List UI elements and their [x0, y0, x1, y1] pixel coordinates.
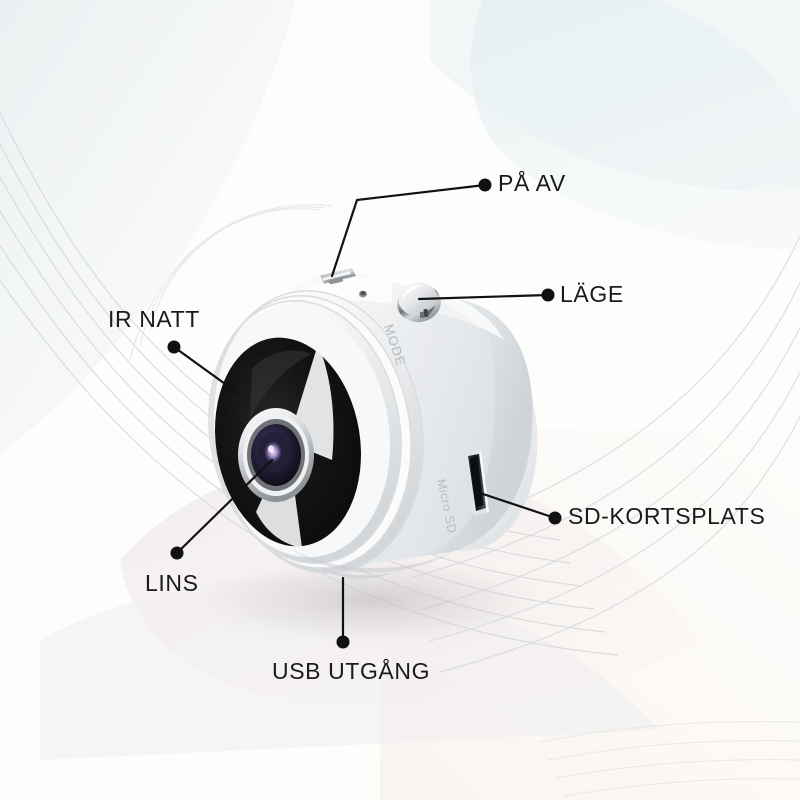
- leader-line-ir-night: [172, 345, 241, 396]
- device-ground-shadow: [185, 554, 555, 646]
- callout-label-sd-slot: SD-KORTSPLATS: [568, 503, 766, 529]
- leader-dot-lens: [170, 546, 184, 560]
- power-switch[interactable]: [320, 268, 356, 285]
- leader-dot-sd-slot: [548, 511, 562, 525]
- callout-label-power: PÅ AV: [498, 170, 566, 196]
- lens-glint: [264, 441, 282, 463]
- leader-line-sd-slot: [475, 490, 557, 520]
- leader-line-power: [330, 183, 487, 278]
- callout-label-lens: LINS: [145, 570, 199, 596]
- blob-gray-top-left: [0, 0, 296, 454]
- callout-label-ir-night: IR NATT: [108, 306, 200, 332]
- device-bottom-shadow: [290, 548, 452, 573]
- leader-line-mode: [417, 293, 550, 301]
- lens-specular-dot: [268, 445, 274, 453]
- leader-dot-usb: [336, 635, 350, 649]
- usb-port: [318, 566, 394, 579]
- leader-line-lens: [175, 458, 274, 555]
- leader-dot-ir-night: [167, 340, 181, 354]
- curve-lines-bottom: [539, 721, 800, 797]
- leader-dot-mode: [541, 288, 555, 302]
- lens-face-gloss: [250, 350, 312, 420]
- indicator-led-core: [360, 291, 366, 296]
- ring-arcs: [129, 204, 333, 361]
- callout-label-mode: LÄGE: [560, 281, 624, 307]
- device-top-sheen: [300, 276, 504, 340]
- blob-cyan-2: [430, 0, 800, 192]
- microsd-slot[interactable]: [466, 450, 489, 516]
- callout-label-usb: USB UTGÅNG: [272, 658, 431, 684]
- leader-dot-power: [478, 178, 492, 192]
